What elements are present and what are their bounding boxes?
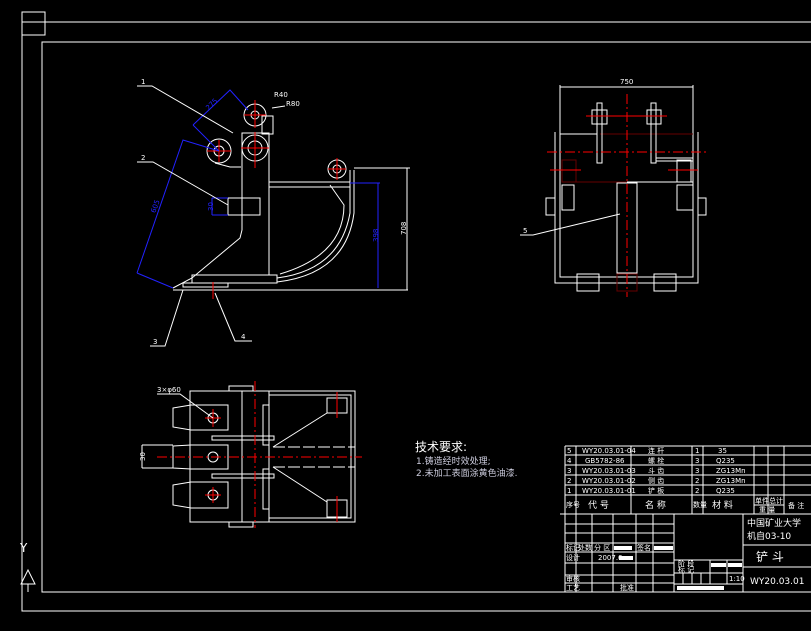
label-mark: 标记 (566, 543, 580, 552)
svg-text:数量: 数量 (693, 500, 707, 509)
parts-row: 2 WY20.03.01-02 侧 齿 2 ZG13Mn (567, 476, 746, 485)
label-approve: 批准 (620, 583, 634, 592)
label-design: 设计 (566, 553, 580, 562)
svg-text:2: 2 (567, 477, 571, 485)
svg-text:名 称: 名 称 (645, 499, 666, 511)
tech-title: 技术要求: (415, 440, 467, 454)
label-count: 处数 (578, 543, 592, 552)
drawing-border (21, 21, 811, 612)
top-view: 3×φ60 30 (139, 381, 362, 528)
svg-text:WY20.03.01-01: WY20.03.01-01 (582, 487, 636, 495)
svg-text:代 号: 代 号 (588, 500, 609, 511)
dim-275: 275 (204, 97, 219, 112)
part-label-3: 3 (153, 338, 157, 346)
label-stage-mark: 标 记 (678, 565, 694, 574)
label-review: 审核 (566, 574, 580, 583)
drawing-number: WY20.03.01 (750, 577, 804, 587)
svg-text:单件: 单件 (755, 496, 769, 505)
dim-605: 605 (150, 199, 162, 214)
svg-text:GB5782-86: GB5782-86 (585, 457, 625, 465)
scale-value: 1:10 (729, 575, 745, 583)
front-view: 5 750 (520, 78, 707, 297)
dim-398: 398 (372, 229, 380, 242)
title-block-grid (565, 514, 811, 592)
svg-text:ZG13Mn: ZG13Mn (716, 467, 746, 475)
svg-text:WY20.03.01-04: WY20.03.01-04 (582, 447, 636, 455)
parts-row: 1 WY20.03.01-01 铲 板 2 Q235 (567, 486, 735, 495)
svg-text:1: 1 (567, 487, 571, 495)
tech-line-2: 2.未加工表面涂黄色油漆. (416, 467, 517, 479)
label-stage: 阶 段 (678, 559, 694, 568)
part-label-1: 1 (141, 78, 145, 86)
class-name: 机自03-10 (747, 530, 791, 542)
dim-708: 708 (400, 222, 408, 235)
part-name: 铲 斗 (756, 549, 784, 564)
svg-text:1: 1 (695, 447, 699, 455)
dim-750: 750 (620, 78, 633, 86)
label-sign: 签名 (637, 543, 651, 552)
title-block: 标记 处数 分 区 签名 设计 2007.6 审核 工艺 批准 阶 段 标 记 … (566, 517, 804, 592)
svg-text:总计: 总计 (769, 496, 783, 505)
svg-text:2: 2 (695, 477, 699, 485)
dim-hole-diameter: 3×φ60 (157, 386, 181, 394)
svg-text:侧 齿: 侧 齿 (648, 476, 664, 485)
svg-text:螺 栓: 螺 栓 (648, 456, 664, 465)
part-label-5: 5 (523, 227, 527, 235)
svg-text:3: 3 (567, 467, 571, 475)
dim-30-tooth: 30 (139, 452, 147, 461)
school-name: 中国矿业大学 (747, 517, 801, 529)
svg-text:序号: 序号 (566, 500, 580, 509)
svg-text:重 量: 重 量 (759, 506, 775, 514)
label-zone: 分 区 (594, 543, 610, 552)
svg-text:WY20.03.01-03: WY20.03.01-03 (582, 467, 636, 475)
parts-list (560, 445, 811, 592)
parts-header: 序号 代 号 名 称 数量 材 料 单件 总计 重 量 备 注 (566, 496, 804, 514)
svg-text:材 料: 材 料 (712, 499, 733, 511)
svg-text:连 杆: 连 杆 (648, 446, 664, 455)
dim-r80: R80 (286, 100, 300, 108)
svg-text:WY20.03.01-02: WY20.03.01-02 (582, 477, 636, 485)
part-label-2: 2 (141, 154, 145, 162)
svg-text:ZG13Mn: ZG13Mn (716, 477, 746, 485)
parts-row: 4 GB5782-86 螺 栓 3 Q235 (567, 456, 735, 465)
svg-text:35: 35 (718, 447, 727, 455)
svg-text:5: 5 (567, 447, 571, 455)
parts-row: 5 WY20.03.01-04 连 杆 1 35 (567, 446, 727, 455)
svg-text:3: 3 (695, 457, 699, 465)
dim-30: 30 (207, 202, 215, 211)
side-view: 1 2 3 4 R40 R80 275 605 30 398 708 (136, 78, 410, 347)
parts-row: 3 WY20.03.01-03 斗 齿 3 ZG13Mn (567, 467, 746, 475)
svg-text:铲 板: 铲 板 (648, 486, 664, 495)
svg-text:2: 2 (695, 487, 699, 495)
tech-line-1: 1.铸造经时效处理; (416, 455, 491, 467)
svg-text:备 注: 备 注 (788, 501, 804, 510)
svg-text:4: 4 (567, 457, 572, 465)
design-date: 2007.6 (598, 554, 623, 562)
part-label-4: 4 (241, 333, 246, 341)
ucs-y-label: Y (19, 541, 28, 555)
svg-text:Q235: Q235 (716, 457, 735, 465)
svg-text:Q235: Q235 (716, 487, 735, 495)
svg-text:斗 齿: 斗 齿 (648, 467, 664, 475)
technical-requirements: 技术要求: 1.铸造经时效处理; 2.未加工表面涂黄色油漆. (415, 440, 517, 479)
dim-r40: R40 (274, 91, 288, 99)
label-process: 工艺 (566, 584, 580, 592)
ucs-icon: Y (19, 541, 36, 592)
svg-text:3: 3 (695, 467, 699, 475)
viewport-corner-box (21, 11, 46, 36)
